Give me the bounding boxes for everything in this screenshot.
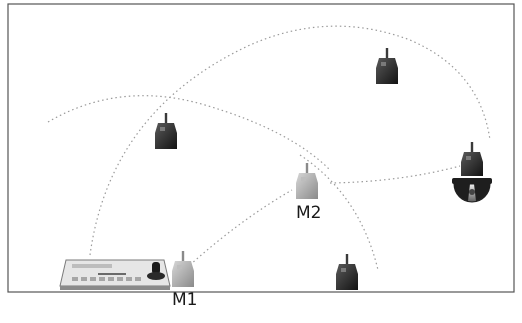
control-keyboard-icon: [59, 259, 171, 290]
radio-device-icon: [155, 113, 177, 149]
radio-device-icon: [296, 163, 318, 199]
radio-device-icon: [376, 48, 398, 84]
diagram-frame: [7, 3, 515, 293]
node-label-m2: M2: [296, 203, 321, 223]
radio-device-icon: [172, 251, 194, 287]
link-arc-left: [47, 95, 331, 171]
radio-device-icon: [336, 254, 358, 290]
node-label-m1: M1: [172, 290, 197, 310]
link-m1-m2: [189, 189, 293, 266]
link-arc-top: [89, 25, 491, 256]
wireless-links: [47, 25, 491, 271]
dome-camera-radio-icon: [452, 142, 492, 203]
link-m2-camera: [329, 165, 461, 184]
